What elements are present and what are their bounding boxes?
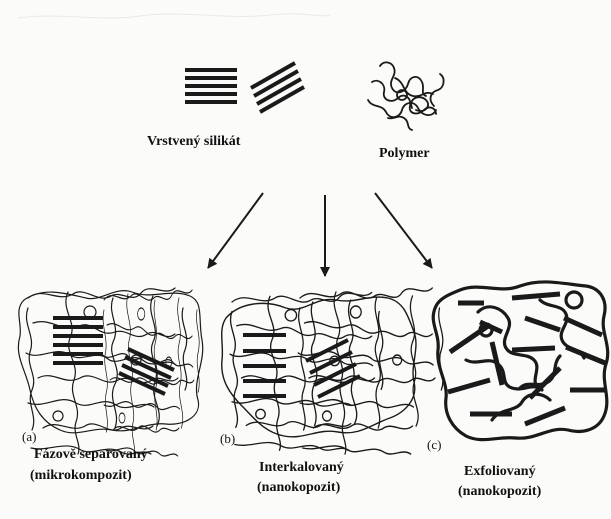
panel-b-subtitle: (nanokopozit) [257, 479, 340, 496]
panel-b-letter: (b) [220, 430, 235, 447]
exfoliated-illustration [433, 282, 607, 440]
panel-a-title: Fázově separovaný [34, 446, 148, 463]
panel-a-letter: (a) [22, 428, 36, 445]
layered-silicate-icon [185, 63, 304, 112]
polymer-coil-icon [368, 62, 444, 130]
polymer-label: Polymer [379, 145, 430, 162]
panel-c-title: Exfoliovaný [464, 463, 536, 480]
panel-a-subtitle: (mikrokompozit) [30, 467, 132, 484]
panel-c-subtitle: (nanokopozit) [458, 483, 541, 500]
silicate-label: Vrstvený silikát [147, 133, 240, 150]
process-arrows [208, 193, 432, 276]
microcomposite-illustration [18, 288, 202, 456]
intercalated-illustration [222, 288, 443, 454]
panel-c-letter: (c) [427, 436, 441, 453]
panel-b-title: Interkalovaný [259, 459, 344, 476]
